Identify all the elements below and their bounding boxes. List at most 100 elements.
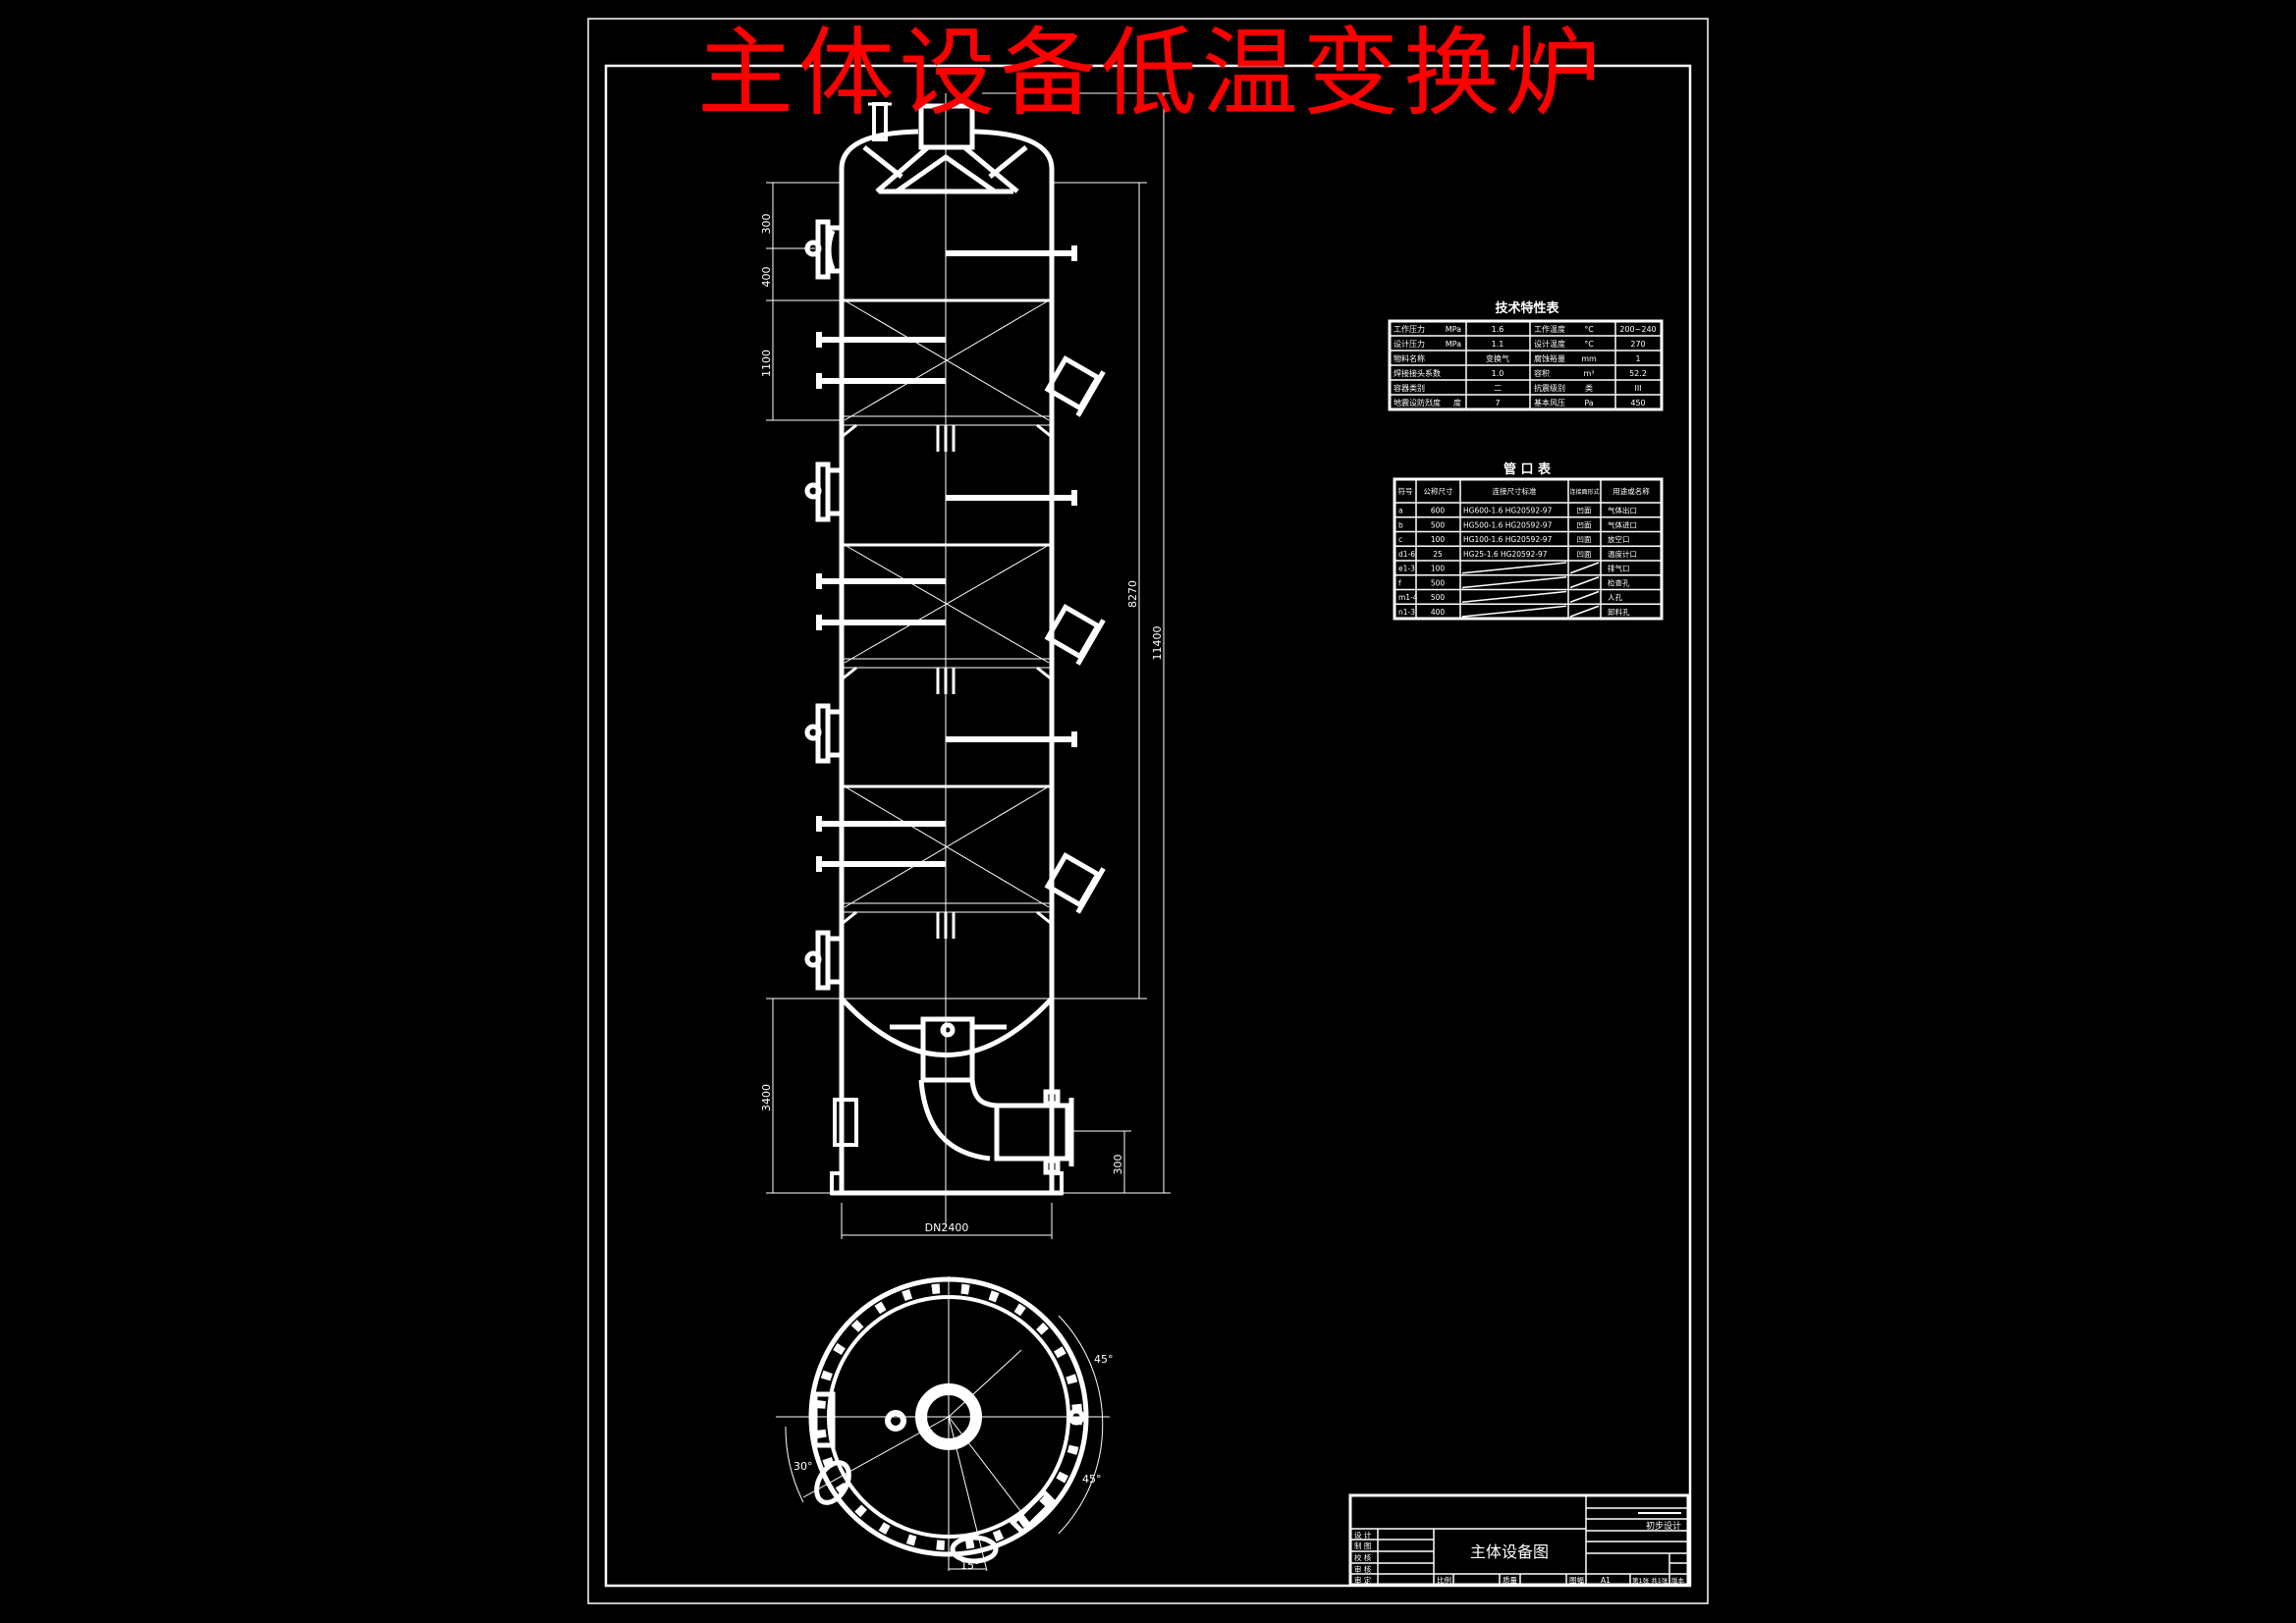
sheet-number: 第1张 共1张 bbox=[1632, 1576, 1668, 1585]
tech-table-cell: 200~240 bbox=[1619, 325, 1656, 334]
nozzle-table-cell: 凹面 bbox=[1577, 550, 1593, 559]
left-manholes bbox=[804, 219, 842, 991]
angle-label: 45° bbox=[1094, 1353, 1114, 1366]
size-label: 图幅 bbox=[1569, 1575, 1585, 1585]
nozzle-table-cell: HG25-1.6 HG20592-97 bbox=[1463, 550, 1548, 559]
drawing-name: 主体设备图 bbox=[1470, 1542, 1549, 1561]
catalyst-bed-3 bbox=[841, 784, 1053, 939]
dimension-lines bbox=[766, 92, 1171, 1239]
support-post-icon bbox=[936, 425, 956, 452]
bottom-outlet-elbow bbox=[890, 1016, 1074, 1175]
tech-table-cell: III bbox=[1634, 384, 1641, 393]
tech-table-cell: 二 bbox=[1494, 384, 1502, 393]
skirt-opening bbox=[833, 1098, 858, 1147]
dim-300-outlet: 300 bbox=[1112, 1155, 1124, 1175]
tech-table-cell: 容器类别 bbox=[1394, 383, 1425, 393]
nozzle-table-cell: 气体进口 bbox=[1608, 519, 1637, 529]
catalyst-bed-1 bbox=[841, 298, 1053, 452]
tech-table-cell: Pa bbox=[1584, 399, 1593, 407]
inlet-distributor bbox=[862, 144, 1028, 194]
banner-title: 主体设备低温变换炉 bbox=[697, 18, 1601, 130]
nozzle-table-cell: b bbox=[1398, 520, 1403, 529]
nozzle-table-header: 连接尺寸标准 bbox=[1493, 486, 1537, 496]
outer-border bbox=[587, 18, 1709, 1604]
nozzle-table-header: 用途或名称 bbox=[1613, 486, 1650, 496]
bottom-head bbox=[840, 997, 1054, 1057]
right-thermowell-pipes bbox=[946, 245, 1077, 747]
role-drawing: 制 图 bbox=[1354, 1541, 1371, 1550]
outlet-ring bbox=[915, 1383, 982, 1450]
nozzle-table-cell: 500 bbox=[1431, 520, 1446, 529]
nozzle-table-cell: 放空口 bbox=[1608, 534, 1630, 544]
dim-11400: 11400 bbox=[1151, 626, 1164, 661]
catalyst-bed-2 bbox=[841, 543, 1053, 694]
tech-table-cell: °C bbox=[1584, 325, 1594, 334]
nozzle-table-cell: c bbox=[1398, 535, 1402, 544]
nozzle-table-cell: 600 bbox=[1431, 507, 1446, 515]
tech-table-cell: 焊接接头系数 bbox=[1394, 368, 1441, 378]
tech-table-cell: 1.6 bbox=[1492, 325, 1504, 334]
role-review: 审 核 bbox=[1354, 1564, 1372, 1574]
nozzle-table-cell: n1-3 bbox=[1398, 608, 1415, 617]
nozzle-table-cell: 400 bbox=[1431, 608, 1446, 617]
tech-table-title: 技术特性表 bbox=[1495, 300, 1559, 316]
tech-table-cell: 变换气 bbox=[1486, 353, 1509, 363]
tech-table-cell: 7 bbox=[1495, 399, 1500, 407]
title-block: 设 计 制 图 校 核 审 核 审 定 比例 质量 图幅 A1 第1张 共1张 … bbox=[1348, 1493, 1690, 1587]
tech-table-cell: m³ bbox=[1584, 369, 1595, 378]
dimension-labels: 300 400 1100 3400 8270 11400 300 DN2400 bbox=[760, 214, 1164, 1235]
tech-table-cell: MPa bbox=[1446, 340, 1461, 349]
nozzle-table-cell: 人孔 bbox=[1608, 593, 1623, 602]
nozzle-table-title: 管 口 表 bbox=[1503, 461, 1552, 477]
nozzle-table-cell: 温度计口 bbox=[1608, 549, 1637, 559]
dim-1100: 1100 bbox=[760, 350, 773, 377]
angle-label: 15° bbox=[960, 1559, 980, 1572]
size-value: A1 bbox=[1601, 1576, 1611, 1585]
nozzle-table-cell: 25 bbox=[1433, 550, 1443, 559]
tech-table-cell: 1.1 bbox=[1492, 340, 1504, 349]
nozzle-table-header: 连接面形式 bbox=[1569, 488, 1599, 496]
shell-outer-circle bbox=[808, 1276, 1089, 1557]
dim-300: 300 bbox=[760, 214, 773, 235]
nozzle-table-cell: 100 bbox=[1431, 535, 1446, 544]
vessel-plan-view: 45° 30° 45° 15° bbox=[776, 1276, 1114, 1572]
tech-table-cell: 工作温度 bbox=[1534, 324, 1565, 334]
nozzle-table-header: 公称尺寸 bbox=[1424, 486, 1453, 496]
tech-table-cell: 设计压力 bbox=[1394, 339, 1425, 349]
nozzle-table-cell: 气体出口 bbox=[1608, 506, 1637, 515]
nozzle-table-cell: 凹面 bbox=[1577, 535, 1593, 544]
tech-table-cell: 地震设防烈度 bbox=[1394, 398, 1441, 407]
nozzle-table-cell: 凹面 bbox=[1577, 507, 1593, 515]
nozzle-table-cell: e1-3 bbox=[1398, 565, 1415, 573]
tech-table-cell: MPa bbox=[1446, 325, 1461, 334]
role-check: 校 核 bbox=[1354, 1552, 1372, 1562]
vessel-elevation: 300 400 1100 3400 8270 11400 300 DN2400 bbox=[760, 92, 1171, 1239]
role-approve: 审 定 bbox=[1354, 1575, 1372, 1585]
design-stage: 初步设计 bbox=[1646, 1520, 1681, 1532]
tech-table-cell: 1.0 bbox=[1492, 369, 1504, 378]
inner-border bbox=[604, 64, 1692, 1588]
nozzle-table-cell: HG500-1.6 HG20592-97 bbox=[1463, 520, 1553, 529]
tech-table-cell: 腐蚀裕量 bbox=[1534, 353, 1565, 363]
dim-400: 400 bbox=[760, 267, 773, 288]
nozzle-table-cell: 检查孔 bbox=[1608, 577, 1630, 587]
nozzle-table-cell: a bbox=[1398, 507, 1403, 515]
tech-table-cell: 容积 bbox=[1534, 368, 1550, 378]
version-label: 版本 bbox=[1671, 1576, 1685, 1585]
tech-table-cell: 物料名称 bbox=[1394, 353, 1425, 363]
tech-table-cell: 450 bbox=[1630, 399, 1645, 407]
tech-table-cell: 52.2 bbox=[1629, 369, 1647, 378]
scale-label: 比例 bbox=[1437, 1575, 1451, 1585]
nozzle-table-cell: HG600-1.6 HG20592-97 bbox=[1463, 507, 1553, 515]
tech-table-cell: 基本风压 bbox=[1534, 398, 1565, 407]
nozzle-table-cell: d1-6 bbox=[1398, 550, 1415, 559]
nozzle-table-cell: HG100-1.6 HG20592-97 bbox=[1463, 535, 1553, 544]
nozzle-table-cell: 500 bbox=[1431, 593, 1446, 602]
nozzle-table-header: 符号 bbox=[1398, 486, 1413, 496]
dim-8270: 8270 bbox=[1126, 580, 1139, 608]
tech-table-cell: mm bbox=[1581, 354, 1597, 363]
right-angled-nozzles bbox=[1044, 354, 1106, 914]
tech-table-cell: 1 bbox=[1635, 354, 1640, 363]
